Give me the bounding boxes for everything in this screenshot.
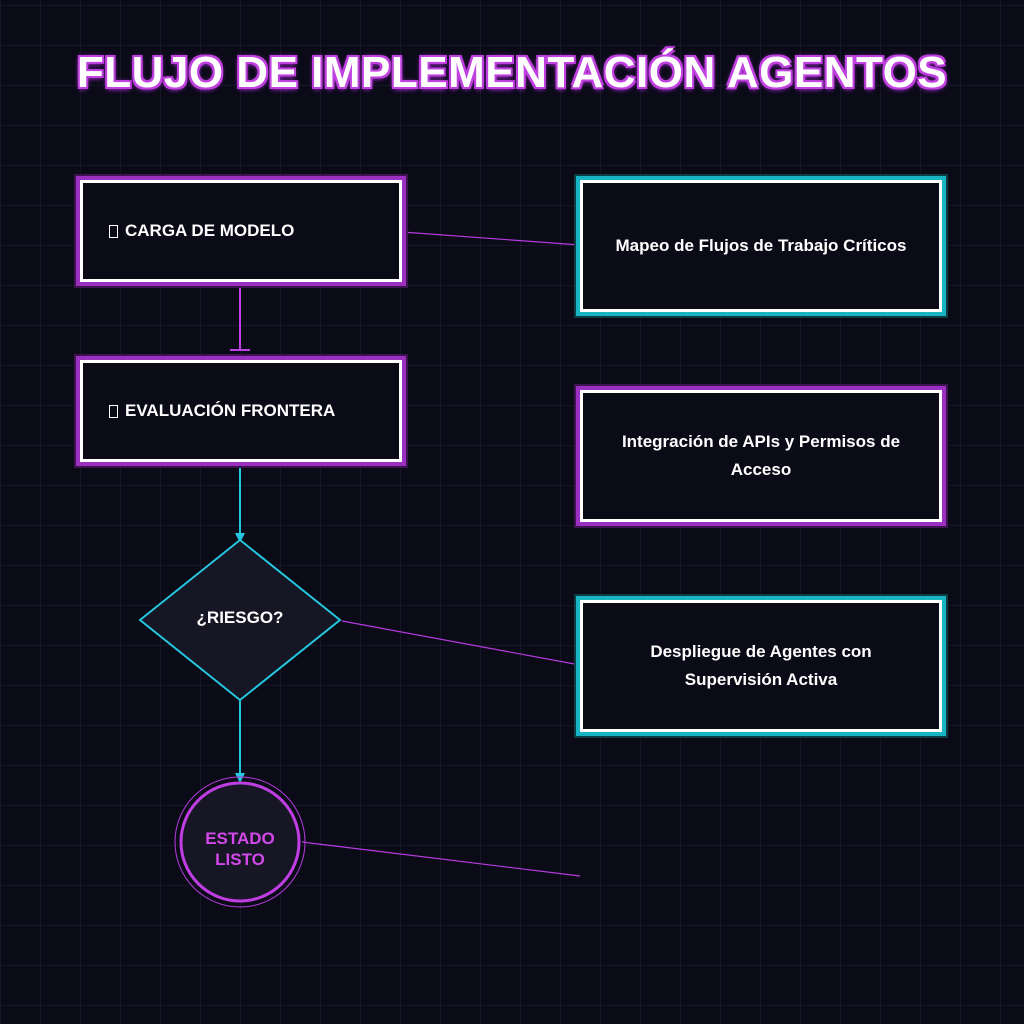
end-node-label-line-2: LISTO	[215, 850, 265, 869]
side-panel-agent-deployment: Despliegue de Agentes con Supervisión Ac…	[580, 600, 942, 732]
step-model-load: CARGA DE MODELO	[80, 180, 402, 282]
end-node-label-line-1: ESTADO	[205, 829, 275, 848]
side-panel-workflow-mapping-label: Mapeo de Flujos de Trabajo Críticos	[615, 236, 907, 255]
step-frontier-eval-label: EVALUACIÓN FRONTERA	[125, 401, 336, 420]
side-panel-agent-deployment-label: Despliegue de Agentes con Supervisión Ac…	[650, 642, 872, 689]
side-panel-api-integration: Integración de APIs y Permisos de Acceso	[580, 390, 942, 522]
link-model-to-panel-1	[401, 231, 581, 246]
link-decision-to-panel-3	[341, 620, 581, 666]
decision-label: ¿RIESGO?	[196, 608, 284, 627]
step-model-load-icon	[109, 224, 118, 238]
diagram-title: FLUJO DE IMPLEMENTACIÓN AGENTOS	[76, 48, 948, 97]
step-frontier-eval-icon	[109, 404, 118, 418]
step-model-load-label: CARGA DE MODELO	[125, 221, 295, 240]
side-panel-api-integration-label: Integración de APIs y Permisos de Acceso	[621, 432, 901, 479]
end-node-label: ESTADO LISTO	[182, 828, 298, 870]
end-node-circle	[179, 781, 301, 903]
link-end-to-empty	[301, 841, 581, 877]
step-frontier-eval: EVALUACIÓN FRONTERA	[80, 360, 402, 462]
side-panel-workflow-mapping: Mapeo de Flujos de Trabajo Críticos	[580, 180, 942, 312]
